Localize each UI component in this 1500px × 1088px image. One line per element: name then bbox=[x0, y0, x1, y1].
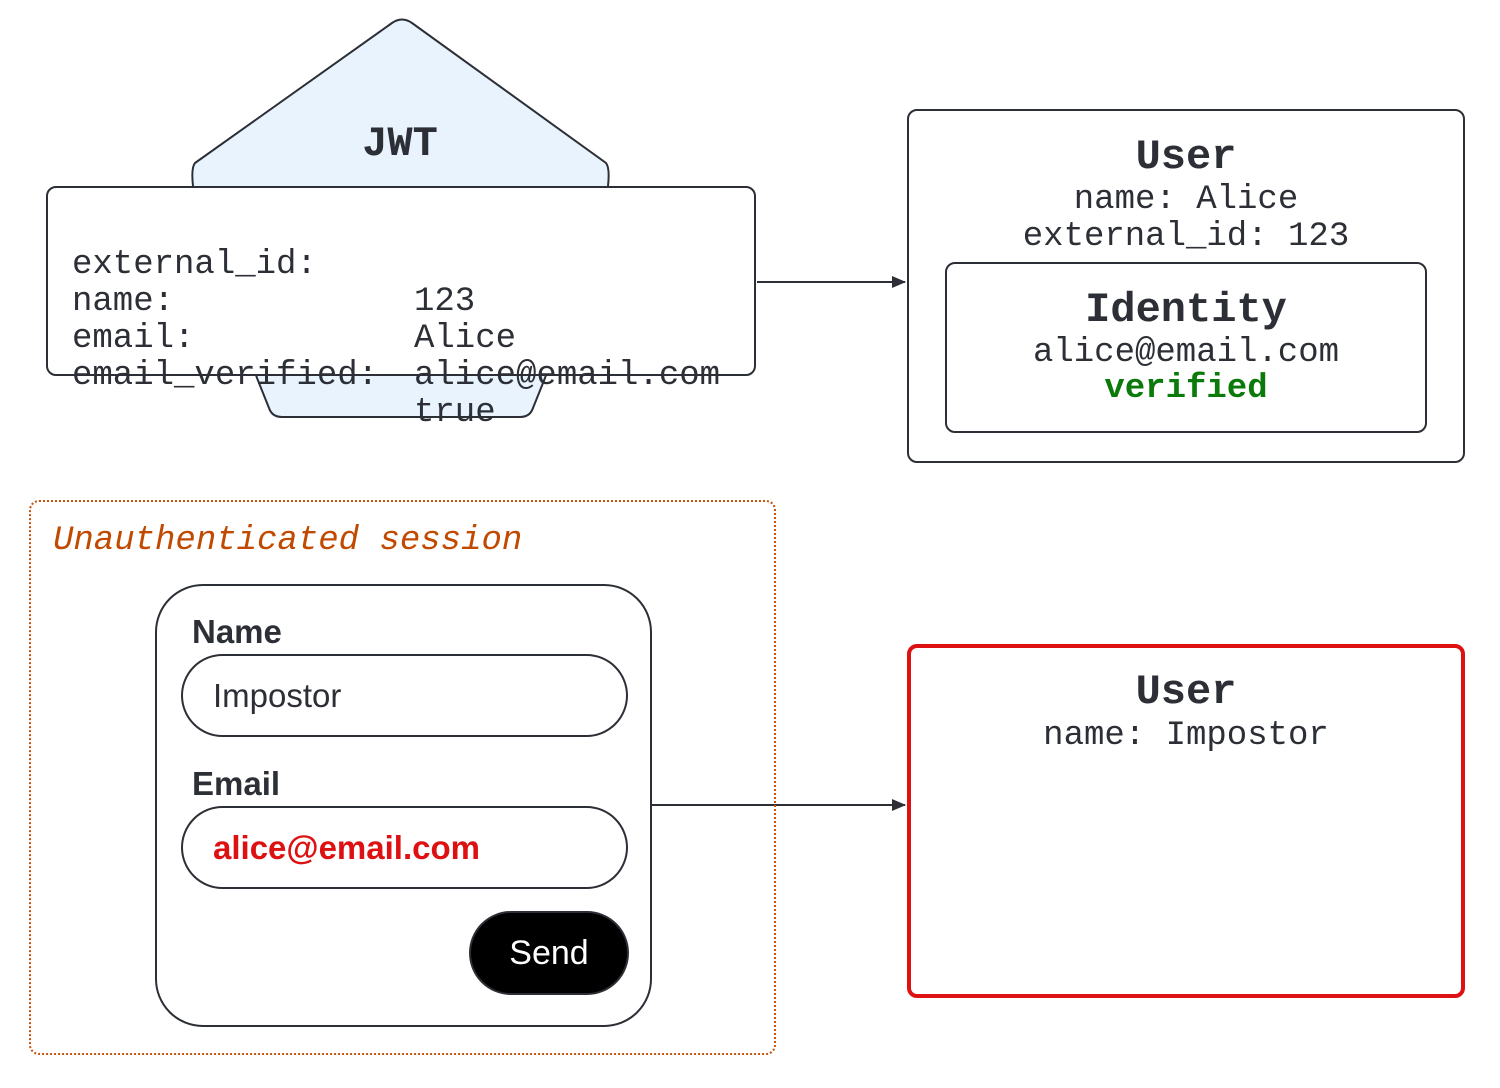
unauthenticated-session-region bbox=[29, 500, 776, 1055]
jwt-claim-row: email: alice@email.com bbox=[72, 284, 720, 432]
jwt-claim-row: email_verified: true bbox=[72, 321, 496, 469]
verified-user-node: User name: Alice external_id: 123 bbox=[907, 109, 1465, 463]
user-external-id-line: external_id: 123 bbox=[1022, 218, 1350, 256]
jwt-claim-key: external_id: bbox=[72, 246, 317, 284]
identity-title: Identity bbox=[1085, 286, 1287, 334]
impostor-user-node: User name: Impostor bbox=[907, 644, 1465, 998]
jwt-claim-value: Alice bbox=[414, 320, 517, 358]
identity-node: Identity alice@email.com verified bbox=[945, 262, 1427, 433]
send-button[interactable]: Send bbox=[469, 911, 629, 995]
name-input[interactable]: Impostor bbox=[181, 654, 628, 737]
jwt-claim-row: name: Alice bbox=[72, 247, 516, 395]
jwt-claim-key: name: bbox=[72, 283, 175, 321]
user-name-line: name: Alice bbox=[1073, 181, 1299, 219]
jwt-claim-row: external_id: 123 bbox=[72, 210, 475, 358]
user-name-line: name: Impostor bbox=[1043, 717, 1329, 755]
jwt-claim-value: alice@email.com bbox=[414, 357, 721, 395]
jwt-claim-value: 123 bbox=[414, 283, 476, 321]
jwt-title: JWT bbox=[362, 120, 438, 168]
identity-verified-badge: verified bbox=[1104, 370, 1268, 408]
user-title: User bbox=[1135, 668, 1237, 716]
session-label: Unauthenticated session bbox=[53, 522, 523, 560]
jwt-claim-key: email: bbox=[72, 320, 195, 358]
jwt-claim-value: true bbox=[414, 394, 496, 432]
jwt-claims-card: external_id: 123 name: Alice email: alic… bbox=[46, 186, 756, 432]
identity-email: alice@email.com bbox=[1032, 334, 1340, 372]
email-input[interactable]: alice@email.com bbox=[181, 806, 628, 889]
email-field-label: Email bbox=[192, 765, 281, 802]
name-field-label: Name bbox=[192, 613, 282, 650]
jwt-claim-key: email_verified: bbox=[72, 357, 379, 395]
user-title: User bbox=[1135, 133, 1237, 181]
